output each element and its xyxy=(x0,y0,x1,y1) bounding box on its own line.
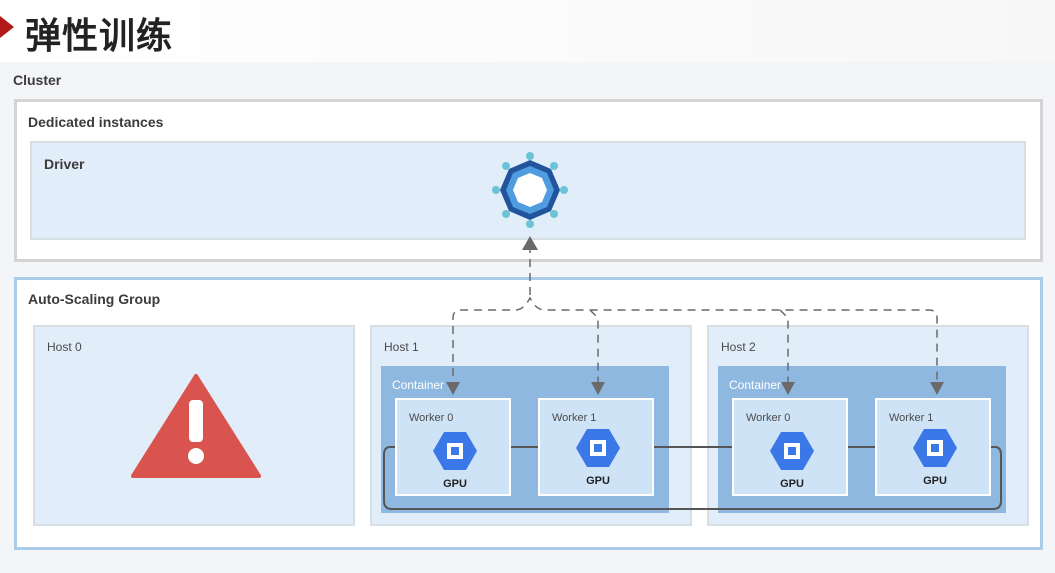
host-1-worker-0-label: Worker 0 xyxy=(409,412,454,424)
gpu-chip-icon xyxy=(576,429,620,467)
auto-scaling-group-label: Auto-Scaling Group xyxy=(28,291,161,307)
gpu-label: GPU xyxy=(780,478,804,490)
host-1-worker-1-label: Worker 1 xyxy=(552,412,597,424)
gpu-label: GPU xyxy=(443,478,467,490)
gpu-chip-icon xyxy=(913,429,957,467)
host-2-worker-0-box xyxy=(732,398,848,496)
gpu-chip-icon xyxy=(433,432,477,470)
page-title: 弹性训练 xyxy=(25,15,174,56)
dedicated-instances-label: Dedicated instances xyxy=(28,114,164,130)
page-header: 弹性训练 xyxy=(0,0,1055,62)
host-2-worker-0-label: Worker 0 xyxy=(746,412,791,424)
gpu-label: GPU xyxy=(586,475,610,487)
gpu-label: GPU xyxy=(923,475,947,487)
host-1-container-label: Container xyxy=(392,378,445,392)
driver-label: Driver xyxy=(44,156,85,172)
cluster-label: Cluster xyxy=(13,72,62,88)
warning-triangle-icon xyxy=(131,374,261,478)
driver-icon xyxy=(492,152,568,228)
title-marker xyxy=(0,16,14,38)
host-2-worker-1-label: Worker 1 xyxy=(889,412,934,424)
host-1-label: Host 1 xyxy=(384,340,419,354)
host-2-label: Host 2 xyxy=(721,340,756,354)
host-0-label: Host 0 xyxy=(47,340,82,354)
host-2-container-label: Container xyxy=(729,378,782,392)
gpu-chip-icon xyxy=(770,432,814,470)
